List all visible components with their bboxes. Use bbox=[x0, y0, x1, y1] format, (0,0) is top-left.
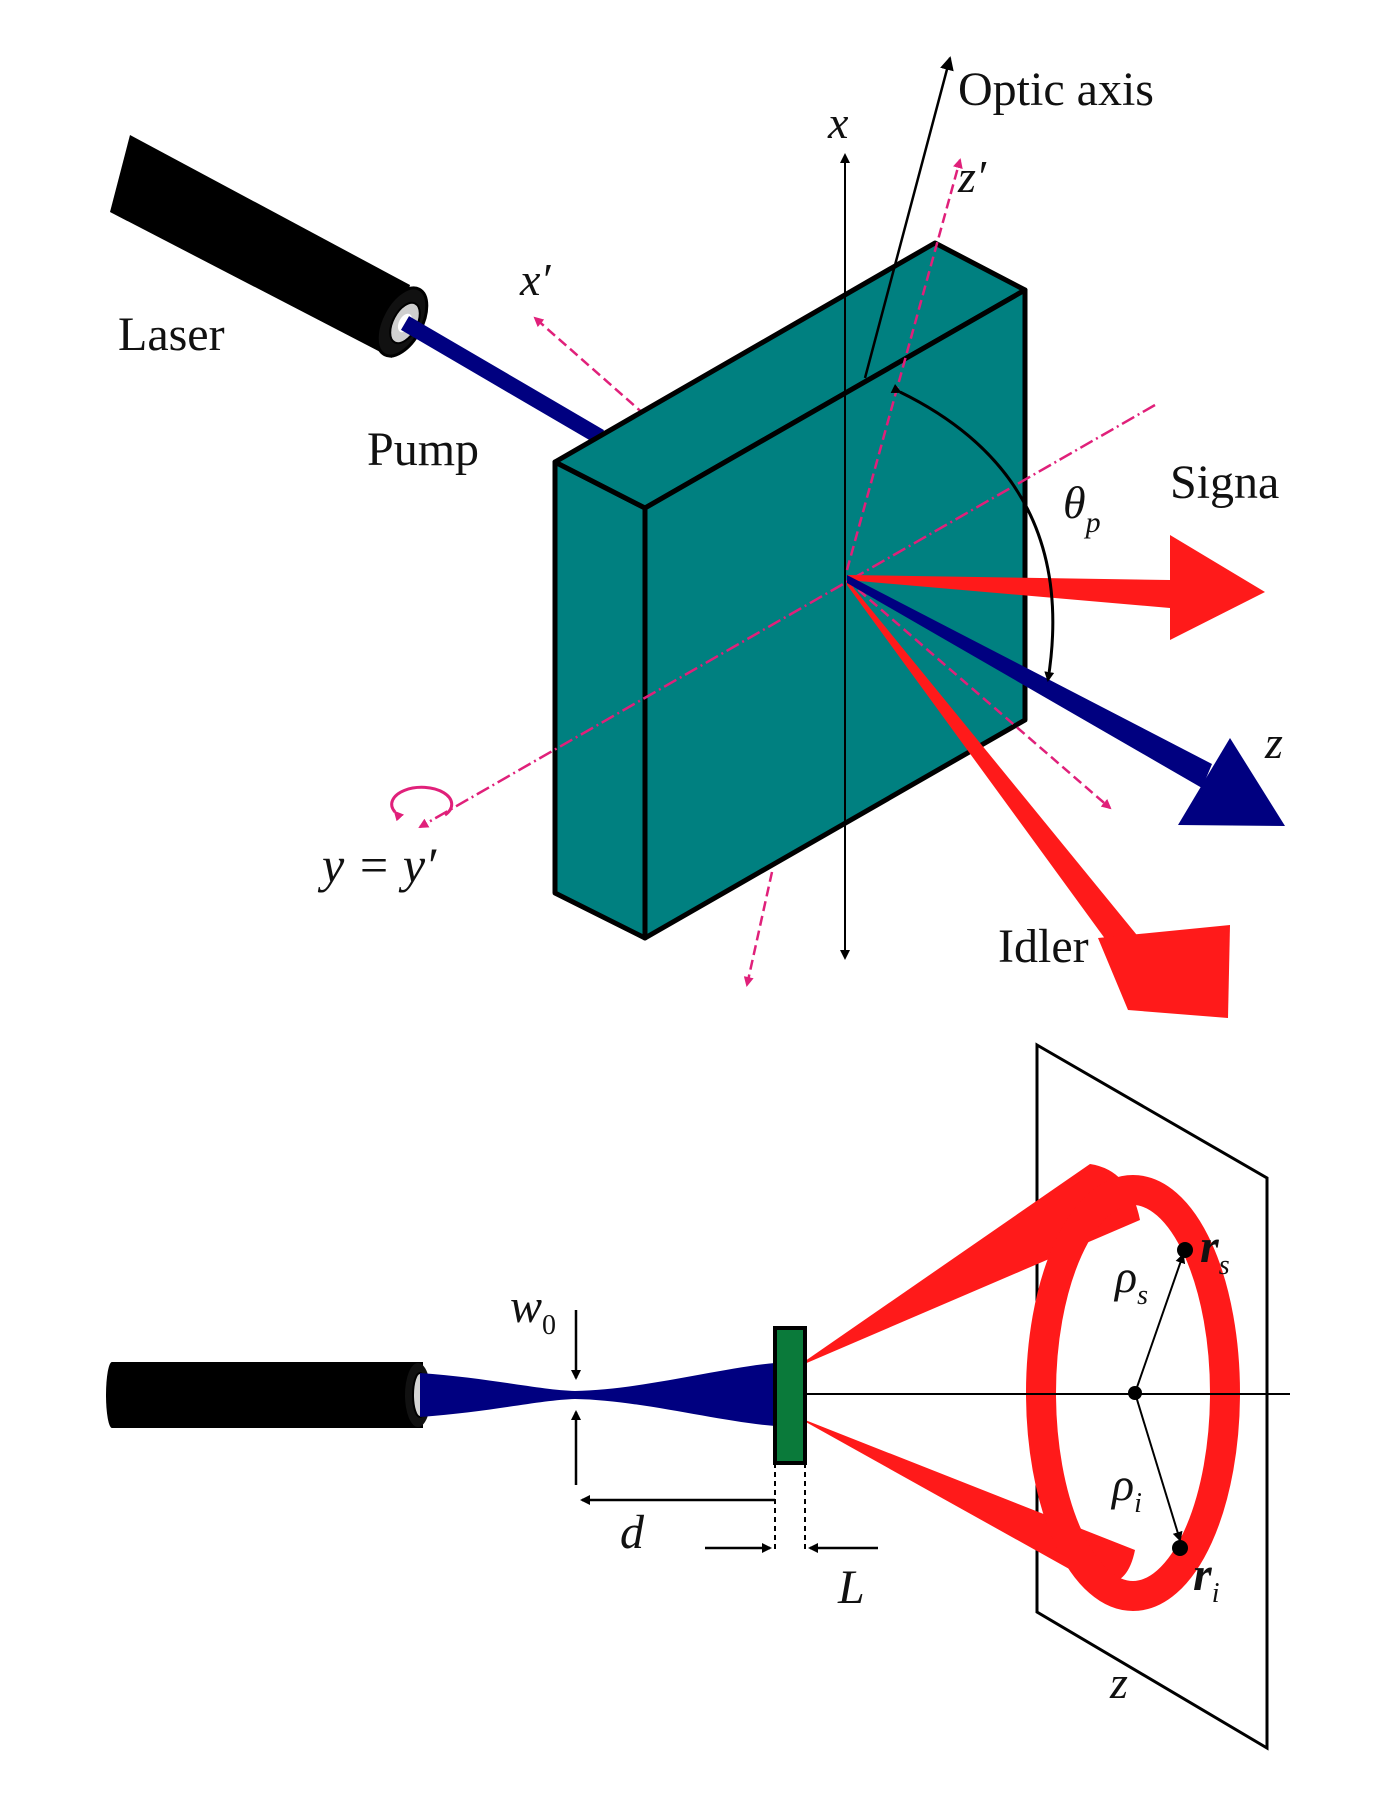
pump-label: Pump bbox=[367, 423, 479, 476]
d-label: d bbox=[620, 1506, 645, 1559]
rho-s-label: ρs bbox=[1113, 1251, 1148, 1311]
r-s-point bbox=[1177, 1242, 1193, 1258]
x-prime-label: x′ bbox=[519, 254, 551, 305]
pump-beam-in bbox=[400, 316, 605, 444]
pump-gaussian-beam bbox=[420, 1363, 775, 1426]
L-label: L bbox=[837, 1561, 865, 1614]
rho-i-label: ρi bbox=[1110, 1459, 1142, 1519]
rotation-arrow-icon bbox=[390, 785, 454, 822]
r-i-label: ri bbox=[1193, 1548, 1219, 1609]
top-panel: Laser Pump Optic axis Signa Idler x x′ z… bbox=[110, 56, 1285, 1018]
z-screen-label: z bbox=[1109, 1657, 1128, 1708]
z-prime-label: z′ bbox=[957, 151, 987, 202]
z-prime-axis bbox=[845, 158, 963, 571]
optic-axis-label: Optic axis bbox=[958, 63, 1154, 116]
z-prime-axis-lower bbox=[846, 579, 1112, 810]
idler-cone bbox=[795, 1416, 1135, 1584]
x-prime-axis-back bbox=[533, 316, 646, 416]
center-point bbox=[1128, 1386, 1142, 1400]
y-axis-label: y = y′ bbox=[317, 837, 437, 893]
rho-s-vector bbox=[1134, 1253, 1186, 1394]
laser-label: Laser bbox=[118, 308, 225, 361]
rho-i-vector bbox=[1134, 1392, 1183, 1542]
crystal-block bbox=[552, 240, 1028, 941]
y-axis bbox=[418, 403, 1156, 829]
signal-cone bbox=[795, 1164, 1140, 1368]
x-axis-label: x bbox=[827, 97, 849, 148]
laser-icon-bottom bbox=[106, 1362, 431, 1428]
crystal-slab bbox=[773, 1326, 807, 1465]
signal-label: Signa bbox=[1170, 456, 1279, 509]
r-i-point bbox=[1172, 1540, 1188, 1556]
optic-axis bbox=[863, 56, 954, 379]
theta-label: θp bbox=[1063, 477, 1101, 539]
bottom-panel: w0 d L ρs ρi rs ri z bbox=[106, 1042, 1290, 1751]
theta-arc bbox=[890, 383, 1055, 682]
x-prime-axis-lower bbox=[743, 871, 774, 987]
idler-label: Idler bbox=[998, 920, 1089, 973]
z-axis-label: z bbox=[1264, 717, 1283, 768]
r-s-label: rs bbox=[1200, 1220, 1230, 1281]
w0-label: w0 bbox=[510, 1280, 556, 1341]
